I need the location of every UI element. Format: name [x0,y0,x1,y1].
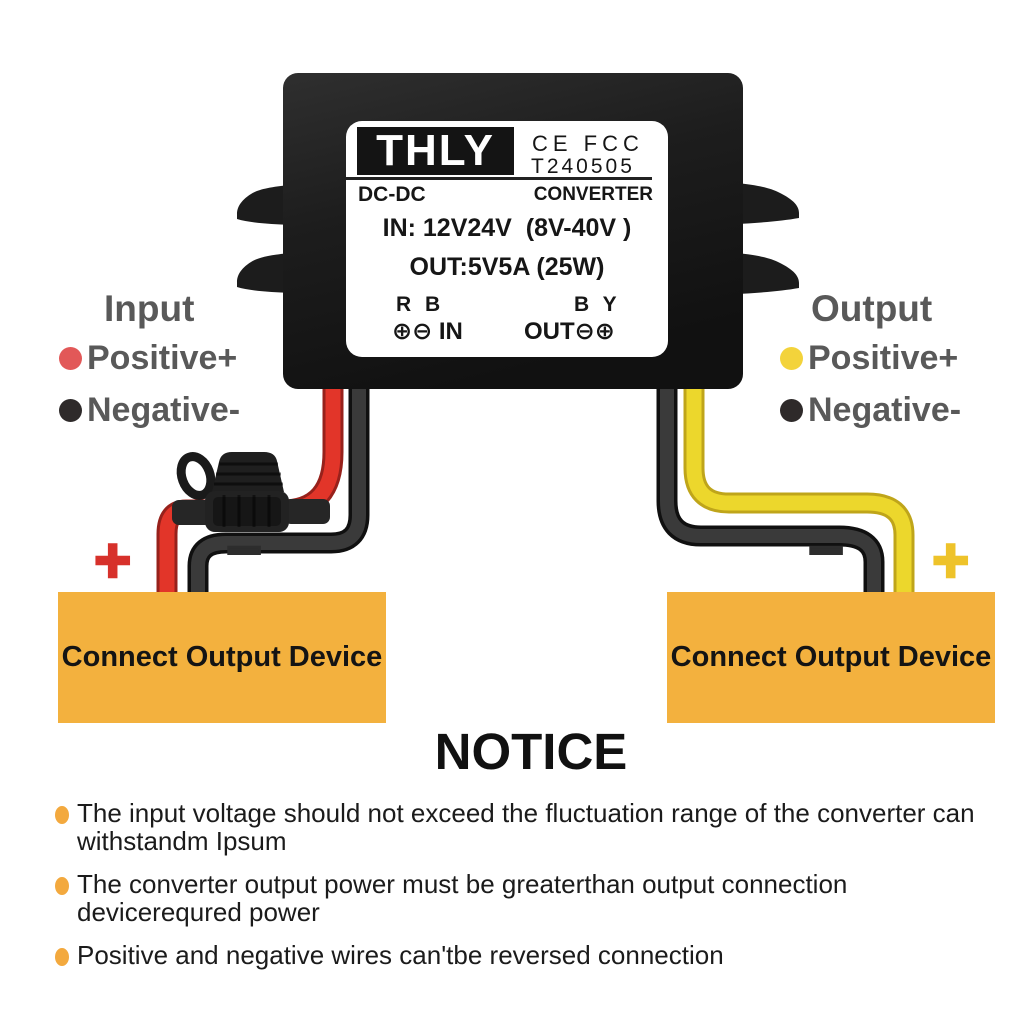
bullet-dot-icon [55,806,69,824]
right-plus-mark: + [931,524,971,596]
notice-text: The converter output power must be great… [77,869,848,927]
notice-title: NOTICE [434,723,628,780]
input-negative-dot-icon [59,399,82,422]
brand-logo: THLY [357,127,514,175]
input-legend-title: Input [104,288,195,329]
label-divider [346,177,652,180]
input-positive-label: Positive+ [87,339,238,377]
input-negative-wire [187,376,370,600]
output-positive-dot-icon [780,347,803,370]
mounting-tab-left-top [237,185,291,225]
output-positive-wire [683,376,915,600]
notice-item: The input voltage should not exceed the … [55,798,985,856]
right-output-device-box: Connect Output Device [667,592,995,723]
output-spec: OUT:5V5A (25W) [409,253,605,281]
output-wire-codes: B Y [574,293,621,316]
input-positive-dot-icon [59,347,82,370]
input-wire-codes: R B [396,293,445,316]
fuse-latch-loop [176,452,216,500]
left-plus-mark: + [93,524,133,596]
left-minus-mark: − [225,516,264,585]
bullet-dot-icon [55,877,69,896]
fuse-terminal-left [172,500,212,525]
notice-item: The converter output power must be great… [55,869,985,927]
mounting-tab-left-bottom [237,253,291,293]
input-terminal-polarity: ⊕⊖ IN [392,318,463,345]
fuse-terminal-right [284,499,330,524]
input-negative-label: Negative- [87,391,241,429]
bullet-dot-icon [55,948,69,967]
output-terminal-polarity: OUT⊖⊕ [524,318,615,345]
mounting-tab-right-bottom [735,253,799,294]
right-output-device-label: Connect Output Device [670,641,992,673]
device-type-right: CONVERTER [533,184,653,205]
output-negative-dot-icon [780,399,803,422]
notice-text: Positive and negative wires can'tbe reve… [77,940,724,971]
mounting-tab-right-top [735,183,799,224]
model-number: T240505 [531,155,635,178]
output-negative-wire [656,376,885,600]
right-minus-mark: − [807,516,846,585]
output-positive-label: Positive+ [808,339,959,377]
notice-item: Positive and negative wires can'tbe reve… [55,942,985,970]
output-legend-title: Output [811,288,933,329]
brand-text: THLY [376,126,495,175]
left-output-device-label: Connect Output Device [61,641,383,673]
fuse-holder [172,452,330,532]
notice-list: The input voltage should not exceed the … [55,798,985,986]
converter-spec-label: THLY CE FCC T240505 DC-DC CONVERTER IN: … [346,121,668,357]
notice-text: The input voltage should not exceed the … [77,798,975,856]
input-spec: IN: 12V24V (8V-40V ) [382,214,632,242]
left-output-device-box: Connect Output Device [58,592,386,723]
fuse-cap [212,452,284,492]
device-type-left: DC-DC [358,183,426,206]
output-negative-label: Negative- [808,391,962,429]
certification-text: CE FCC [532,131,644,156]
